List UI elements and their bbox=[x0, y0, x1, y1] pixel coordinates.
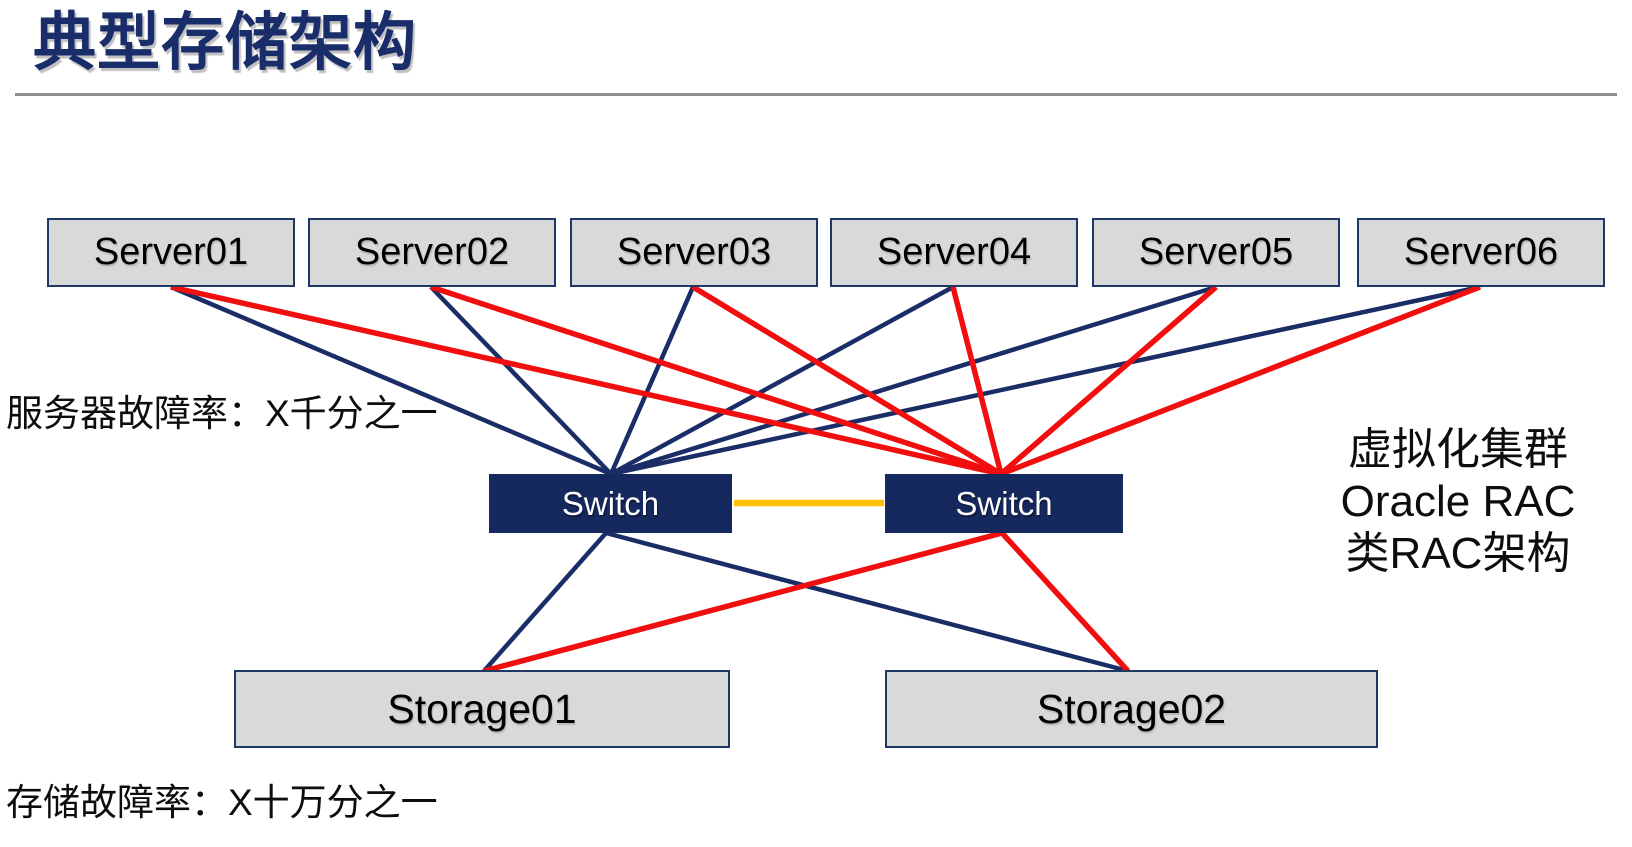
server-label: Server04 bbox=[876, 231, 1032, 273]
connection-line-server2-switch1 bbox=[429, 285, 613, 476]
storage-label: Storage01 bbox=[387, 685, 577, 732]
server-node-6: Server06 bbox=[1357, 218, 1605, 287]
connection-line-server2-switch2 bbox=[430, 284, 1002, 477]
connection-line-switch1-storage1 bbox=[482, 531, 608, 673]
connection-line-server3-switch2 bbox=[691, 284, 1003, 477]
connection-line-server4-switch2 bbox=[950, 286, 1004, 475]
storage-node-1: Storage01 bbox=[234, 670, 730, 748]
connection-line-server1-switch1 bbox=[170, 284, 612, 477]
connection-line-server5-switch2 bbox=[999, 284, 1218, 477]
connection-line-switch1-storage2 bbox=[605, 530, 1129, 674]
connection-line-server4-switch1 bbox=[609, 285, 955, 476]
connection-line-server3-switch1 bbox=[608, 286, 696, 475]
switch-node-right: Switch bbox=[885, 474, 1123, 533]
connection-line-server5-switch1 bbox=[610, 284, 1217, 477]
server-node-1: Server01 bbox=[47, 218, 295, 287]
server-node-4: Server04 bbox=[830, 218, 1078, 287]
title-divider bbox=[15, 93, 1617, 96]
storage-node-2: Storage02 bbox=[885, 670, 1378, 748]
cluster-note-line-2: Oracle RAC bbox=[1340, 477, 1576, 526]
connection-line-switch2-storage2 bbox=[999, 531, 1131, 673]
server-node-3: Server03 bbox=[570, 218, 818, 287]
cluster-note: 虚拟化集群 Oracle RAC 类RAC架构 bbox=[1330, 424, 1586, 580]
connection-line-server6-switch1 bbox=[610, 284, 1481, 477]
server-label: Server02 bbox=[354, 231, 510, 273]
cluster-note-line-3: 类RAC架构 bbox=[1345, 529, 1571, 578]
server-label: Server03 bbox=[616, 231, 772, 273]
storage-failure-rate-note: 存储故障率：X十万分之一 bbox=[6, 782, 438, 823]
connection-line-switch2-storage1 bbox=[483, 530, 1003, 674]
server-label: Server05 bbox=[1138, 231, 1294, 273]
connection-line-server1-switch2 bbox=[170, 284, 1002, 477]
page-title: 典型存储架构 bbox=[33, 8, 417, 78]
switch-node-left: Switch bbox=[489, 474, 732, 533]
cluster-note-line-1: 虚拟化集群 bbox=[1348, 425, 1568, 474]
server-node-2: Server02 bbox=[308, 218, 556, 287]
server-failure-rate-note: 服务器故障率：X千分之一 bbox=[6, 393, 438, 434]
switch-label: Switch bbox=[561, 484, 660, 522]
server-node-5: Server05 bbox=[1092, 218, 1340, 287]
connection-line-server6-switch2 bbox=[999, 284, 1482, 477]
switch-label: Switch bbox=[955, 484, 1053, 522]
server-label: Server06 bbox=[1403, 231, 1559, 273]
server-label: Server01 bbox=[93, 231, 249, 273]
storage-label: Storage02 bbox=[1036, 685, 1227, 732]
